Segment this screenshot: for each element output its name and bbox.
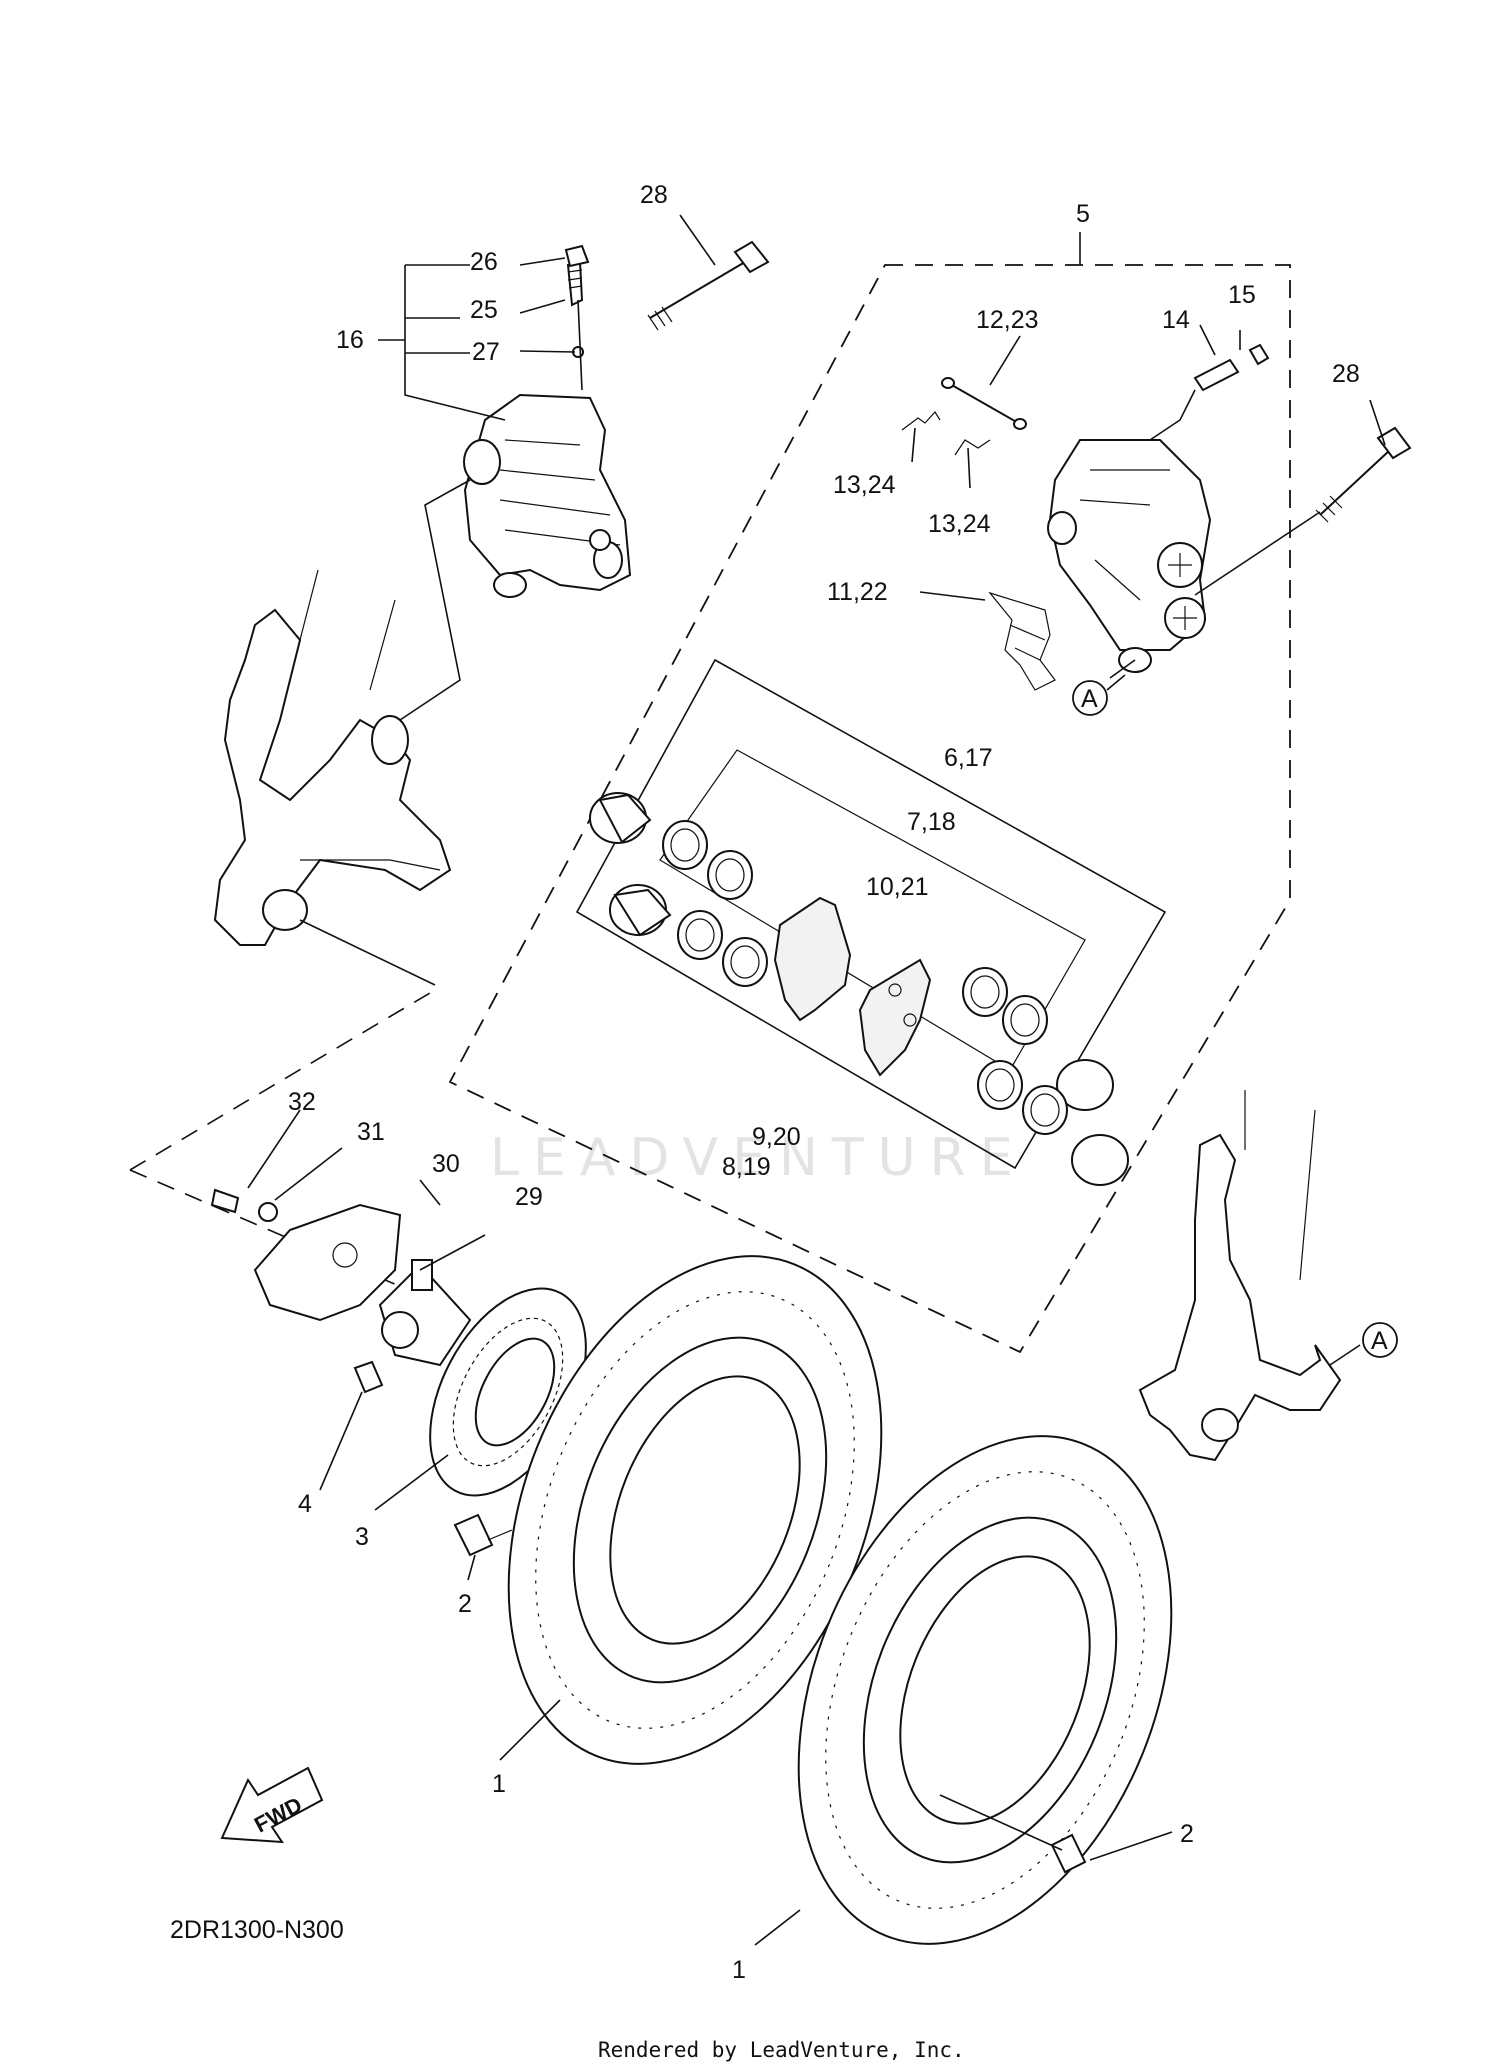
- callout-3: 3: [355, 1523, 369, 1551]
- callout-32: 32: [288, 1088, 316, 1116]
- fork-leg-left: [213, 569, 452, 946]
- brake-pad-right[interactable]: [858, 958, 932, 1077]
- speed-sensor-29[interactable]: [378, 1259, 472, 1367]
- pin-clip-1[interactable]: [901, 411, 941, 431]
- callout-28-right: 28: [1332, 360, 1360, 388]
- left-caliper[interactable]: [463, 393, 632, 598]
- rotor-bolt-4[interactable]: [353, 1360, 384, 1394]
- callout-1-left: 1: [492, 1770, 506, 1798]
- callout-16: 16: [336, 326, 364, 354]
- fwd-arrow: FWD: [220, 1766, 324, 1844]
- callout-31: 31: [357, 1118, 385, 1146]
- right-caliper[interactable]: [1047, 439, 1212, 673]
- callout-9-20: 9,20: [752, 1123, 801, 1151]
- disc-bolt-left[interactable]: [453, 1513, 513, 1557]
- callout-28-left: 28: [640, 181, 668, 209]
- callout-5: 5: [1076, 200, 1090, 228]
- disc-bolt-right[interactable]: [1050, 1833, 1087, 1874]
- callout-26: 26: [470, 248, 498, 276]
- bleeder-cap[interactable]: [564, 244, 590, 268]
- callout-6-17: 6,17: [944, 744, 993, 772]
- callout-1-right: 1: [732, 1956, 746, 1984]
- brake-pad-left[interactable]: [773, 896, 852, 1022]
- callout-15: 15: [1228, 281, 1256, 309]
- ref-marker-a-lower: A: [1362, 1322, 1398, 1358]
- pad-spring[interactable]: [988, 591, 1056, 691]
- caliper-assembly-boundary: [448, 264, 1291, 1354]
- svg-text:A: A: [1081, 685, 1098, 713]
- callout-13-24-a: 13,24: [833, 471, 896, 499]
- piston-lower-right[interactable]: [1071, 1134, 1129, 1186]
- piston-seals[interactable]: [662, 820, 1068, 1135]
- rendered-by-credit: Rendered by LeadVenture, Inc.: [598, 2038, 965, 2062]
- brake-disc-right[interactable]: [728, 1381, 1242, 2000]
- callout-10-21: 10,21: [866, 873, 929, 901]
- callout-12-23: 12,23: [976, 306, 1039, 334]
- callout-4: 4: [298, 1490, 312, 1518]
- callout-30: 30: [432, 1150, 460, 1178]
- pad-pin[interactable]: [941, 377, 1027, 430]
- watermark-text: LEADVENTURE: [490, 1128, 1027, 1188]
- fork-leg-right: [1138, 1090, 1342, 1462]
- callout-25: 25: [470, 296, 498, 324]
- callout-8-19: 8,19: [722, 1153, 771, 1181]
- sensor-cover-30[interactable]: [253, 1203, 402, 1322]
- bleeder-screw[interactable]: [566, 260, 584, 307]
- right-bleeder-cap[interactable]: [1248, 343, 1270, 366]
- brake-disc-left[interactable]: [438, 1201, 952, 1820]
- piston-upper-right[interactable]: [1056, 1059, 1114, 1111]
- callout-27: 27: [472, 338, 500, 366]
- diagram-code: 2DR1300-N300: [170, 1916, 344, 1944]
- callout-29: 29: [515, 1183, 543, 1211]
- callout-11-22: 11,22: [827, 578, 888, 606]
- callout-2-left: 2: [458, 1590, 472, 1618]
- bracket-bolt-32[interactable]: [210, 1188, 240, 1214]
- ref-marker-a-upper: A: [1072, 680, 1108, 716]
- piston-upper-left[interactable]: [589, 792, 652, 844]
- callout-14: 14: [1162, 306, 1190, 334]
- caliper-bolt-right[interactable]: [1315, 426, 1412, 523]
- washer-31[interactable]: [258, 1202, 278, 1222]
- svg-text:A: A: [1371, 1327, 1388, 1355]
- pin-clip-2[interactable]: [954, 439, 991, 456]
- callout-13-24-b: 13,24: [928, 510, 991, 538]
- piston-lower-left[interactable]: [609, 884, 672, 937]
- callout-7-18: 7,18: [907, 808, 956, 836]
- right-bleeder-screw[interactable]: [1193, 358, 1240, 392]
- callout-2-right: 2: [1180, 1820, 1194, 1848]
- caliper-bolt-left[interactable]: [647, 240, 770, 331]
